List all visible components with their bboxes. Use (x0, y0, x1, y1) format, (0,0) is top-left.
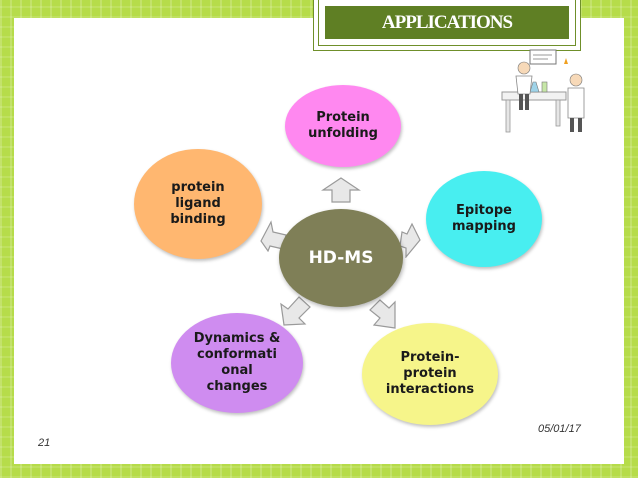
scientists-in-lab-icon (501, 49, 585, 133)
node-label-line: protein (403, 366, 457, 381)
hd-ms-label: HD-MS (308, 248, 374, 268)
node-label-line: mapping (452, 219, 516, 234)
node-label-line: protein (171, 180, 225, 195)
slide-title: APPLICATIONS (381, 11, 513, 33)
node-label-line: onal (221, 363, 253, 378)
node-label-line: changes (206, 379, 268, 394)
arrow-to-epitope-mapping (399, 222, 421, 258)
arrow-to-protein-protein-interactions (369, 299, 396, 329)
node-label-line: ligand (175, 196, 221, 211)
node-protein-unfolding: Protein unfolding (285, 85, 401, 167)
node-dynamics-conformational-changes: Dynamics & conformati onal changes (171, 313, 303, 413)
hd-ms-center-node: HD-MS (279, 209, 403, 307)
node-label-line: Epitope (456, 203, 512, 218)
title-banner: APPLICATIONS (318, 0, 576, 46)
node-label-line: conformati (197, 347, 277, 362)
arrow-to-protein-unfolding (321, 177, 361, 203)
node-protein-ligand-binding: protein ligand binding (134, 149, 262, 259)
title-background: APPLICATIONS (325, 6, 569, 39)
node-epitope-mapping: Epitope mapping (426, 171, 542, 267)
slide-number: 21 (38, 437, 51, 449)
node-label-line: Dynamics & (193, 331, 281, 346)
node-label-line: Protein (316, 110, 370, 125)
arrow-to-dynamics-conformational-changes (280, 296, 311, 326)
node-protein-protein-interactions: Protein- protein interactions (362, 323, 498, 425)
node-label-line: unfolding (308, 126, 378, 141)
slide-date: 05/01/17 (538, 423, 581, 435)
node-label-line: binding (170, 212, 226, 227)
node-label-line: Protein- (400, 350, 460, 365)
node-label-line: interactions (385, 382, 475, 397)
